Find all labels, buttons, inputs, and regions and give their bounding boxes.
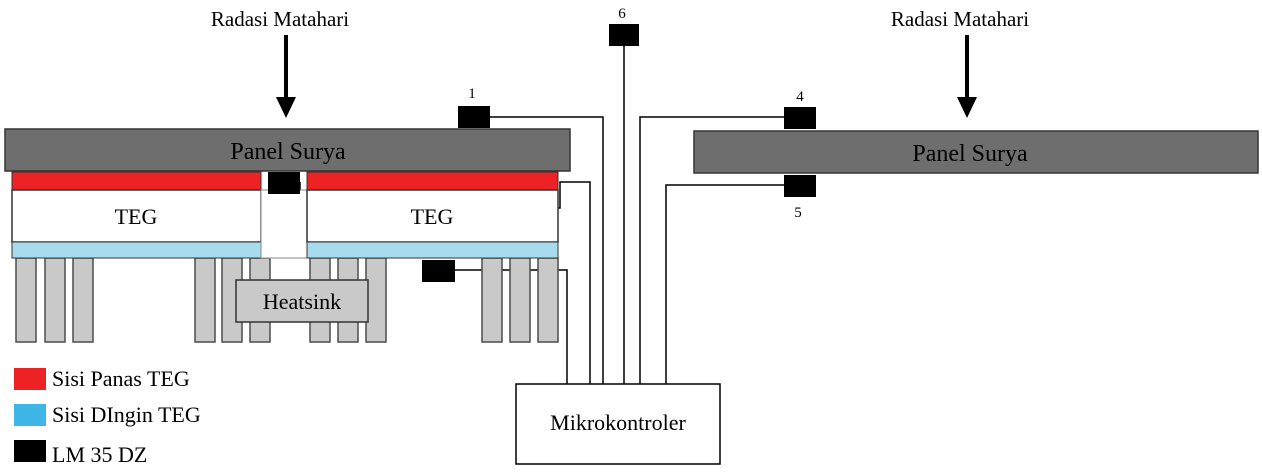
- radiation-left-arrow: [276, 35, 296, 118]
- radiation-right-arrow: [957, 35, 977, 118]
- teg-left-hot-side: [11, 171, 262, 191]
- sensor-between-teg: [268, 172, 300, 194]
- sensor-4: [784, 107, 816, 129]
- sensor-1: [458, 106, 490, 128]
- teg-left-module: [11, 189, 262, 243]
- radiation-right-label: Radasi Matahari: [891, 7, 1029, 31]
- teg-left-label: TEG: [115, 204, 158, 229]
- sensors: [268, 24, 816, 282]
- wire-sensor-4: [639, 116, 784, 384]
- sensor-6: [609, 24, 639, 46]
- teg-right-cold-side: [306, 241, 559, 259]
- microcontroller-label: Mikrokontroler: [550, 410, 686, 435]
- sensor-4-number: 4: [796, 89, 804, 105]
- sensor-cold-side: [422, 260, 455, 282]
- legend-swatch-cold: [14, 404, 46, 426]
- teg-left-cold-side: [11, 241, 262, 259]
- teg-right-label: TEG: [411, 204, 454, 229]
- wire-sensor-1: [490, 116, 604, 384]
- solar-panel-right: [693, 130, 1259, 174]
- radiation-left-label: Radasi Matahari: [211, 7, 349, 31]
- heatsink-label: Heatsink: [263, 289, 341, 314]
- legend: Sisi Panas TEG Sisi DIngin TEG LM 35 DZ: [14, 366, 201, 467]
- sensor-5-number: 5: [794, 205, 802, 221]
- wire-sensor-5: [665, 184, 784, 384]
- legend-label-cold: Sisi DIngin TEG: [52, 402, 201, 427]
- left-assembly: Panel Surya TEG TEG Heatsink: [4, 128, 571, 343]
- legend-label-sensor: LM 35 DZ: [52, 442, 147, 467]
- microcontroller-box: [515, 383, 721, 465]
- sensor-6-number: 6: [618, 6, 626, 22]
- teg-right-hot-side: [306, 171, 559, 191]
- sensor-1-number: 1: [468, 86, 476, 102]
- legend-label-hot: Sisi Panas TEG: [52, 366, 190, 391]
- teg-gap: [260, 189, 308, 259]
- heatsink-box: [235, 279, 369, 323]
- solar-panel-right-label: Panel Surya: [912, 141, 1028, 167]
- legend-swatch-sensor: [14, 440, 46, 462]
- legend-swatch-hot: [14, 368, 46, 390]
- teg-right-module: [306, 189, 559, 243]
- solar-panel-left: [4, 128, 571, 172]
- sensor-5: [784, 175, 816, 197]
- solar-panel-left-label: Panel Surya: [230, 139, 346, 165]
